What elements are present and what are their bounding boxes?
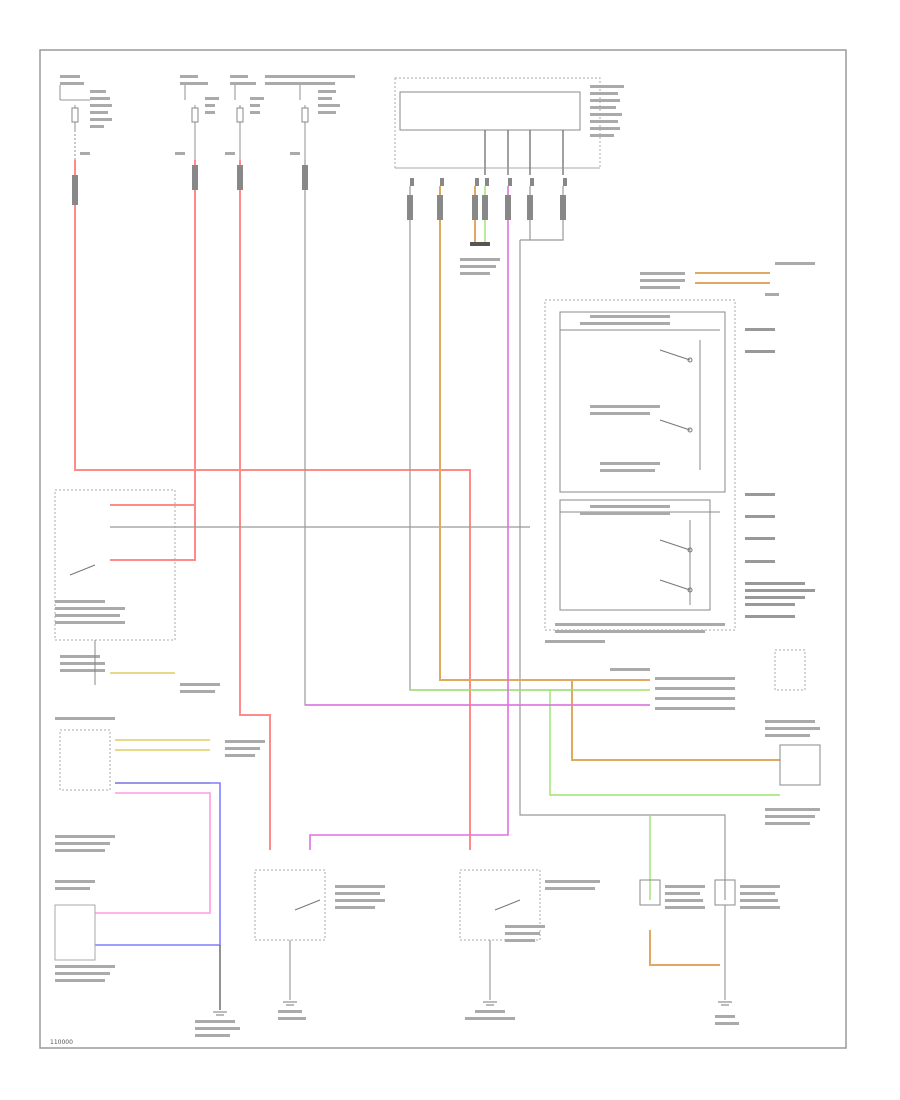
wire-yellow — [110, 672, 210, 784]
module-ground — [460, 242, 500, 275]
connector-marks — [72, 165, 566, 220]
bottom-right-lamps — [639, 879, 780, 1025]
top-right-connector — [640, 262, 815, 296]
bottom-center-switches — [254, 869, 600, 1020]
wire-gray-2 — [520, 186, 564, 241]
diagram-frame — [39, 49, 847, 1049]
wire-red — [74, 160, 471, 850]
wire-green — [410, 186, 780, 900]
left-switch-block — [54, 489, 176, 685]
right-pin-labels — [745, 328, 815, 618]
top-module — [394, 77, 624, 169]
footer-code: 110000 — [50, 1039, 73, 1046]
right-connector-block — [610, 649, 821, 825]
combination-switch — [544, 299, 736, 643]
connector-header-row — [395, 167, 600, 186]
ground-symbols — [213, 1001, 732, 1016]
wire-orange — [439, 186, 780, 966]
wire-gray — [110, 160, 726, 900]
wire-magenta — [305, 186, 650, 850]
fuse-labels — [60, 75, 355, 155]
fuse-block-group — [59, 85, 306, 160]
fuse-symbols — [71, 107, 309, 123]
wire-pink-blue — [95, 782, 221, 1010]
left-lower-components — [54, 683, 265, 1037]
switch-contacts — [659, 349, 693, 593]
